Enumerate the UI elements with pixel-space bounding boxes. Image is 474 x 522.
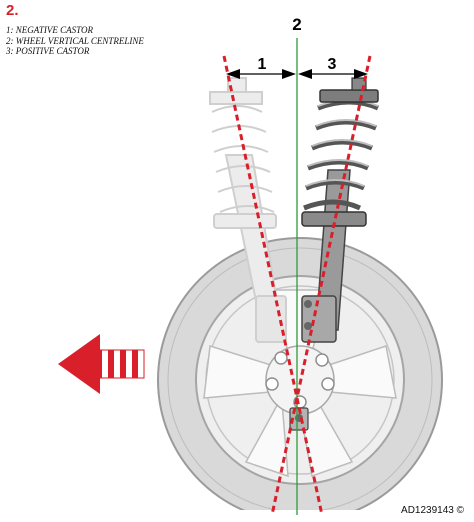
ghost-strut — [209, 77, 287, 343]
legend: 1: NEGATIVE CASTOR 2: WHEEL VERTICAL CEN… — [6, 25, 144, 57]
callout-1: 1 — [258, 56, 267, 73]
reference-code: AD1239143 © — [401, 505, 464, 516]
strut-body — [315, 169, 351, 331]
legend-item-wheel-centreline: 2: WHEEL VERTICAL CENTRELINE — [6, 35, 144, 46]
strut-top-mount — [319, 89, 379, 103]
legend-item-negative-castor: 1: NEGATIVE CASTOR — [6, 25, 94, 35]
callout-2: 2 — [292, 15, 301, 34]
negative-castor-dimension: 1 — [226, 56, 296, 79]
positive-castor-dimension: 3 — [298, 56, 368, 79]
figure-number: 2. — [6, 2, 19, 19]
legend-item-positive-castor: 3: POSITIVE CASTOR — [6, 46, 90, 56]
callout-3: 3 — [328, 56, 337, 73]
negative-castor-axis — [222, 55, 324, 516]
arrow-left-icon — [58, 334, 145, 394]
positive-castor-axis — [270, 55, 372, 516]
